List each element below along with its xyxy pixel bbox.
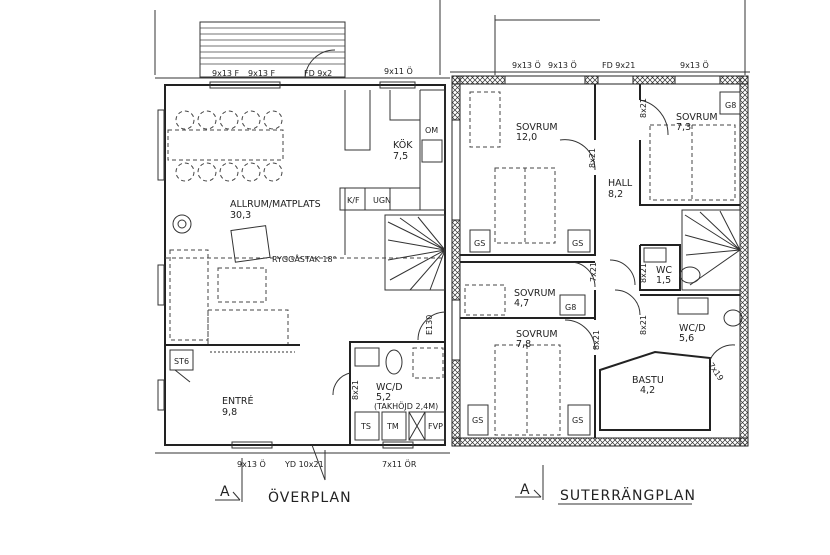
door-size-label: 8x21: [639, 98, 648, 118]
stairs-basement: [681, 209, 741, 291]
upper-plan: [154, 0, 450, 502]
room-area-sovrum-3: 4,7: [514, 298, 529, 309]
fixture-label: TM: [386, 422, 399, 431]
fixture-label: GS: [472, 416, 483, 425]
section-marker-basement: [515, 465, 544, 500]
door-label: FD 9x21: [602, 61, 635, 70]
fixture-label: GS: [474, 239, 485, 248]
room-name-hall: HALL: [608, 178, 633, 189]
section-letter: A: [520, 482, 531, 498]
balcony: [199, 21, 346, 79]
window-label: 9x13 F: [212, 69, 240, 78]
window-label: 9x13 Ö: [237, 459, 266, 469]
fixture-label: OM: [425, 126, 438, 135]
fixture-label: GS: [572, 416, 583, 425]
door-size-label: 8x21: [592, 330, 601, 350]
window: [209, 81, 281, 89]
plan-title-upper: ÖVERPLAN: [268, 488, 352, 506]
roof-note: RYGGÅSTAK 18°: [272, 253, 337, 264]
room-name-allrum: ALLRUM/MATPLATS: [230, 199, 321, 210]
window-label: 9x13 F: [248, 69, 276, 78]
room-name-bastu: BASTU: [632, 375, 664, 386]
section-letter: A: [220, 484, 231, 500]
fixture-label: FVP: [428, 422, 443, 431]
door-label: FD 9x2: [304, 69, 332, 78]
room-area-allrum: 30,3: [230, 210, 251, 221]
fixture-label: G8: [725, 101, 736, 110]
window: [157, 264, 165, 306]
plan-title-basement: SUTERRÄNGPLAN: [560, 486, 696, 504]
room-name-sovrum-2: SOVRUM: [676, 112, 718, 123]
room-area-sovrum-1: 12,0: [516, 132, 537, 143]
stairs-upper: [384, 214, 446, 291]
door-size-label: 8x21: [351, 380, 360, 400]
ceiling-height-note: (TAKHÖJD 2,4M): [374, 401, 438, 411]
room-name-wcd: WC/D: [376, 382, 403, 393]
room-area-sovrum-2: 7,3: [676, 122, 691, 133]
room-name-sovrum-1: SOVRUM: [516, 122, 558, 133]
window-label: 7x11 ÖR: [382, 459, 417, 469]
fixture-label: E130: [425, 315, 434, 335]
room-area-sovrum-4: 7,8: [516, 339, 531, 350]
room-area-hall: 8,2: [608, 189, 623, 200]
window: [157, 379, 165, 411]
window: [231, 441, 273, 449]
room-name-wc: WC: [656, 265, 672, 276]
section-marker-upper: [215, 458, 243, 502]
door-size-label: 8x21: [639, 263, 648, 283]
window: [379, 81, 416, 89]
room-area-entre: 9,8: [222, 407, 237, 418]
dining-table: [167, 110, 284, 182]
fixture-label: TS: [360, 422, 371, 431]
room-name-sovrum-3: SOVRUM: [514, 288, 556, 299]
window: [382, 441, 414, 449]
fixture-label: ST6: [174, 357, 189, 366]
fixture-label: UGN: [373, 196, 391, 205]
room-name-sovrum-4: SOVRUM: [516, 329, 558, 340]
window-label: 9x13 Ö: [548, 60, 577, 70]
room-name-entre: ENTRÉ: [222, 395, 254, 407]
room-area-bastu: 4,2: [640, 385, 655, 396]
fixture-label: GS: [572, 239, 583, 248]
room-name-wcd: WC/D: [679, 323, 706, 334]
window-label: 9x11 Ö: [384, 66, 413, 76]
window: [157, 109, 165, 181]
room-area-wc: 1,5: [656, 275, 671, 286]
door-label: YD 10x21: [284, 460, 324, 469]
fixture-label: G8: [565, 303, 576, 312]
room-area-kok: 7,5: [393, 151, 408, 162]
basement-plan: [450, 0, 750, 500]
fixture-label: K/F: [347, 196, 360, 205]
door-size-label: 8x21: [588, 148, 597, 168]
room-area-wcd: 5,6: [679, 333, 694, 344]
room-area-wcd: 5,2: [376, 392, 391, 403]
door-size-label: 7x21: [589, 262, 598, 282]
room-name-kok: KÖK: [393, 140, 413, 151]
window-label: 9x13 Ö: [512, 60, 541, 70]
window-label: 9x13 Ö: [680, 60, 709, 70]
door-size-label: 8x21: [639, 315, 648, 335]
